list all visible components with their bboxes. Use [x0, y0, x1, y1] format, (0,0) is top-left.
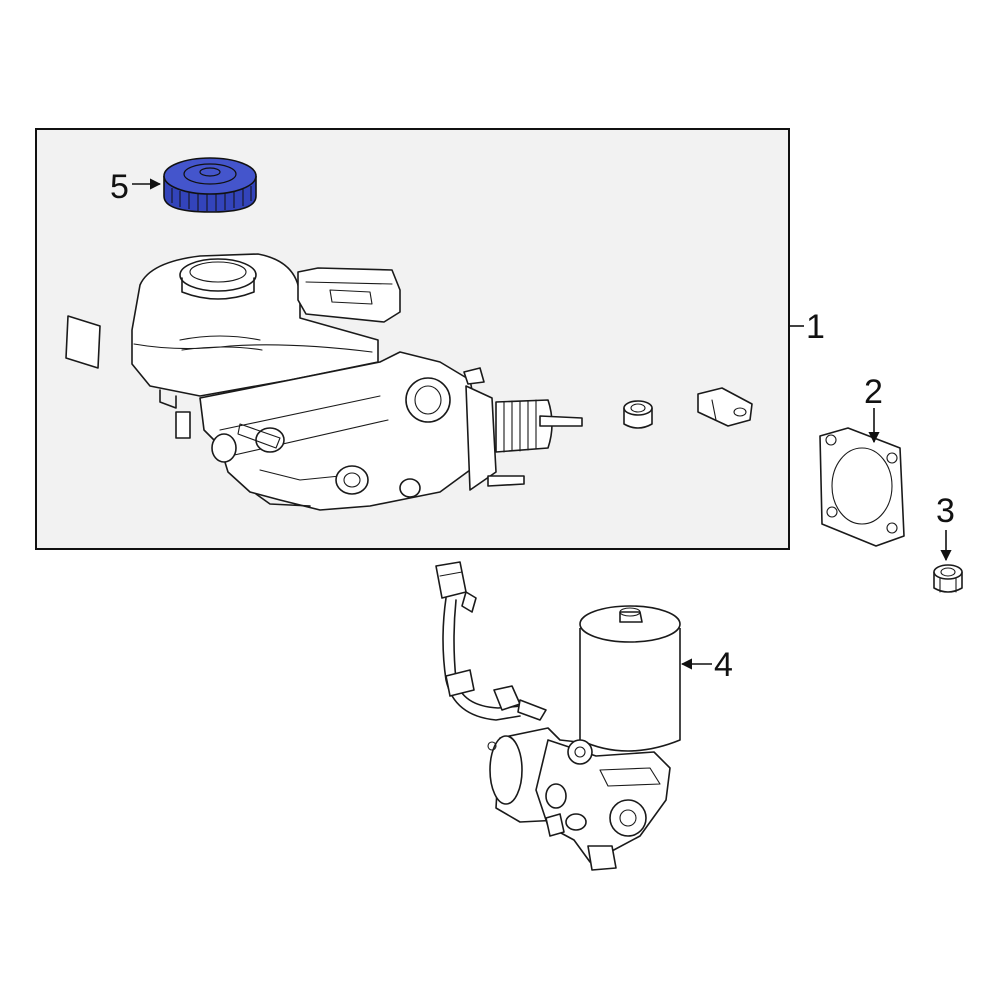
nut-part-3[interactable] [933, 564, 963, 593]
label-plate [65, 315, 101, 369]
master-cylinder-booster [131, 253, 583, 511]
callout-1: 1 [806, 308, 825, 346]
nut-inside-box [623, 400, 653, 429]
callout-2: 2 [864, 373, 883, 411]
reservoir-cap-part-5[interactable] [163, 157, 257, 213]
pump-motor-part-4[interactable] [435, 561, 681, 871]
callout-4: 4 [714, 646, 733, 684]
bracket-inside-box [697, 387, 753, 427]
callout-5: 5 [110, 168, 129, 206]
gasket-part-2[interactable] [819, 427, 905, 547]
callout-3: 3 [936, 492, 955, 530]
